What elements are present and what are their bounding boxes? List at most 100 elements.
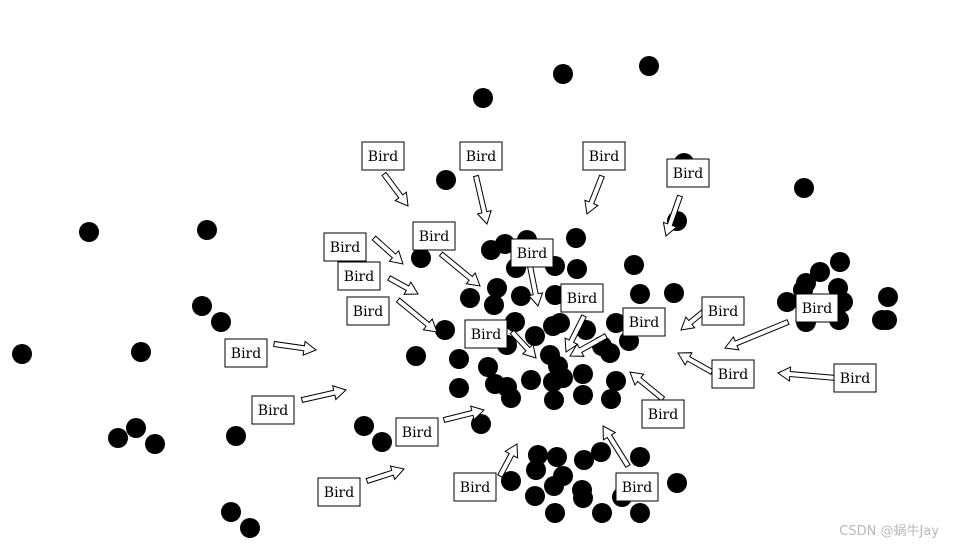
direction-arrow bbox=[371, 235, 404, 265]
agent-dot bbox=[406, 346, 426, 366]
bird-label-text: Bird bbox=[629, 315, 659, 331]
bird-label-text: Bird bbox=[402, 425, 432, 441]
agent-dot bbox=[624, 255, 644, 275]
bird-label-text: Bird bbox=[330, 240, 360, 256]
agent-dot bbox=[548, 356, 568, 376]
bird-label-text: Bird bbox=[258, 403, 288, 419]
direction-arrow bbox=[526, 264, 544, 307]
agent-dot bbox=[601, 389, 621, 409]
bird-label-box: Bird bbox=[459, 141, 503, 171]
agent-dot bbox=[545, 285, 565, 305]
agent-dot bbox=[505, 312, 525, 332]
bird-label-box: Bird bbox=[701, 296, 745, 326]
agent-dot bbox=[606, 371, 626, 391]
agent-dot bbox=[226, 426, 246, 446]
agent-dot bbox=[526, 460, 546, 480]
bird-label-box: Bird bbox=[833, 363, 877, 393]
bird-label-text: Bird bbox=[324, 485, 354, 501]
agent-dot bbox=[221, 502, 241, 522]
bird-label-text: Bird bbox=[460, 480, 490, 496]
bird-label-box: Bird bbox=[346, 296, 390, 326]
bird-label-text: Bird bbox=[840, 371, 870, 387]
agent-dot bbox=[667, 473, 687, 493]
agent-dot bbox=[436, 170, 456, 190]
direction-arrow bbox=[438, 251, 481, 287]
direction-arrow bbox=[300, 385, 347, 403]
agent-dot bbox=[547, 447, 567, 467]
bird-label-box: Bird bbox=[317, 477, 361, 507]
direction-arrow bbox=[564, 314, 587, 353]
bird-label-text: Bird bbox=[419, 229, 449, 245]
bird-label-box: Bird bbox=[251, 395, 295, 425]
agent-dot bbox=[449, 349, 469, 369]
bird-label-box: Bird bbox=[711, 359, 755, 389]
agent-dot bbox=[511, 286, 531, 306]
agent-dot bbox=[372, 432, 392, 452]
agent-dot bbox=[411, 248, 431, 268]
agent-dot bbox=[574, 450, 594, 470]
agent-dot bbox=[630, 284, 650, 304]
bird-label-box: Bird bbox=[641, 399, 685, 429]
direction-arrow bbox=[662, 194, 684, 237]
bird-label-text: Bird bbox=[589, 149, 619, 165]
direction-arrow bbox=[273, 340, 317, 356]
bird-label-box: Bird bbox=[464, 319, 508, 349]
watermark: CSDN @蜗牛Jay bbox=[839, 524, 939, 539]
direction-arrow bbox=[629, 371, 666, 402]
agent-dot bbox=[460, 288, 480, 308]
bird-label-box: Bird bbox=[361, 141, 405, 171]
direction-arrow bbox=[724, 319, 790, 351]
agent-dot bbox=[12, 344, 32, 364]
agent-dot bbox=[630, 447, 650, 467]
agent-dot bbox=[501, 471, 521, 491]
agent-dot bbox=[592, 503, 612, 523]
direction-arrow bbox=[584, 174, 605, 215]
agent-dot bbox=[639, 56, 659, 76]
agent-dot bbox=[354, 416, 374, 436]
direction-arrow bbox=[395, 297, 438, 333]
bird-label-box: Bird bbox=[453, 472, 497, 502]
agent-dot bbox=[528, 445, 548, 465]
direction-arrow bbox=[381, 171, 409, 207]
agent-dot bbox=[573, 385, 593, 405]
bird-label-box: Bird bbox=[337, 261, 381, 291]
bird-label-text: Bird bbox=[231, 346, 261, 362]
bird-label-box: Bird bbox=[615, 472, 659, 502]
agent-dot bbox=[484, 295, 504, 315]
agent-dot bbox=[630, 503, 650, 523]
agent-dot bbox=[545, 503, 565, 523]
direction-arrow bbox=[509, 329, 537, 359]
bird-label-text: Bird bbox=[567, 291, 597, 307]
bird-label-box: Bird bbox=[582, 141, 626, 171]
direction-arrow bbox=[497, 443, 519, 478]
bird-label-box: Bird bbox=[323, 232, 367, 262]
agent-dot bbox=[794, 178, 814, 198]
agent-dot bbox=[126, 418, 146, 438]
agent-dot bbox=[131, 342, 151, 362]
agent-dot bbox=[553, 466, 573, 486]
agent-dot bbox=[796, 273, 816, 293]
bird-label-box: Bird bbox=[395, 417, 439, 447]
bird-label-text: Bird bbox=[718, 367, 748, 383]
agent-dot bbox=[473, 88, 493, 108]
bird-label-box: Bird bbox=[510, 238, 554, 268]
agent-dot bbox=[478, 357, 498, 377]
agent-dot bbox=[435, 320, 455, 340]
direction-arrow bbox=[442, 405, 485, 424]
agent-dot bbox=[591, 442, 611, 462]
bird-label-box: Bird bbox=[224, 338, 268, 368]
agent-dot bbox=[553, 64, 573, 84]
agent-dot bbox=[567, 259, 587, 279]
bird-label-box: Bird bbox=[795, 293, 839, 323]
agent-dot bbox=[471, 414, 491, 434]
bird-label-box: Bird bbox=[560, 283, 604, 313]
bird-label-text: Bird bbox=[622, 480, 652, 496]
direction-arrow bbox=[569, 333, 608, 357]
agent-dot bbox=[145, 434, 165, 454]
agent-dot bbox=[197, 220, 217, 240]
agent-dot bbox=[211, 312, 231, 332]
agent-dot bbox=[830, 252, 850, 272]
agent-dot bbox=[573, 364, 593, 384]
agent-dot bbox=[606, 313, 626, 333]
bird-label-text: Bird bbox=[802, 301, 832, 317]
